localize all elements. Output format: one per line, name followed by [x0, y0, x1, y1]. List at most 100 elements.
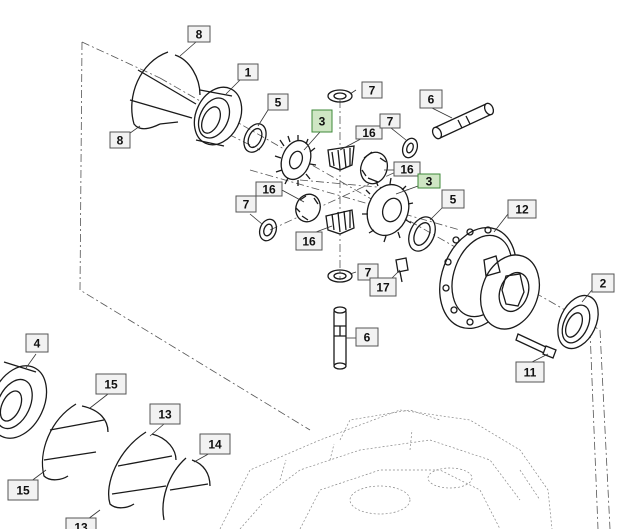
- bolt-11: [515, 333, 557, 359]
- callout-1: 1: [237, 63, 259, 81]
- bearing-2: [557, 294, 599, 350]
- snap-ring-13-lower: [108, 431, 177, 509]
- callout-box: [267, 93, 289, 111]
- callout-13: 13: [65, 517, 97, 529]
- callout-box: [393, 161, 421, 177]
- washer-7-top: [327, 89, 353, 103]
- callout-17: 17: [369, 277, 397, 297]
- callout-7: 7: [361, 81, 383, 99]
- callout-box: [441, 189, 465, 209]
- callout-box: [355, 327, 379, 347]
- callout-15: 15: [95, 373, 127, 395]
- callout-number: 16: [262, 183, 276, 197]
- callout-box: [515, 361, 545, 383]
- callout-number: 4: [34, 337, 41, 351]
- callout-number: 15: [16, 484, 30, 498]
- callout-number: 5: [450, 193, 457, 207]
- callout-number: 13: [158, 408, 172, 422]
- callout-16: 16: [393, 161, 421, 177]
- callout-8: 8: [187, 25, 211, 43]
- callout-box: [7, 479, 39, 501]
- washer-7-left: [258, 218, 278, 242]
- callout-number: 17: [376, 281, 390, 295]
- snap-ring-15-lower: [41, 403, 109, 481]
- callout-box: [591, 273, 615, 293]
- callout-number: 6: [428, 93, 435, 107]
- callout-number: 5: [275, 96, 282, 110]
- callout-7: 7: [379, 113, 401, 129]
- pinion-gear-16-left: [295, 193, 321, 223]
- callout-number: 1: [245, 66, 252, 80]
- callout-box: [295, 231, 323, 251]
- callout-6: 6: [419, 89, 443, 109]
- washer-7-bottom: [327, 269, 353, 283]
- callout-box: [95, 373, 127, 395]
- cross-shaft-6-upper: [431, 102, 495, 140]
- callout-box: [357, 263, 379, 281]
- callout-number: 8: [196, 28, 203, 42]
- snap-ring-14-lower: [162, 457, 211, 521]
- callout-11: 11: [515, 361, 545, 383]
- callout-box: [235, 195, 257, 213]
- side-gear-3-upper: [274, 135, 317, 186]
- callout-number: 13: [74, 521, 88, 529]
- callout-number: 14: [208, 438, 222, 452]
- callout-box: [361, 81, 383, 99]
- pinion-gear-16-right: [359, 151, 389, 185]
- pinion-gear-16-top: [327, 145, 355, 171]
- callout-box: [417, 173, 441, 189]
- callout-6: 6: [355, 327, 379, 347]
- callout-7: 7: [235, 195, 257, 213]
- callout-box: [109, 131, 131, 149]
- callout-16: 16: [255, 181, 283, 197]
- callout-number: 3: [319, 115, 326, 129]
- callout-16: 16: [355, 125, 383, 140]
- callout-2: 2: [591, 273, 615, 293]
- bolt-17: [395, 257, 409, 283]
- side-gear-3-right: [362, 177, 414, 243]
- callout-14: 14: [199, 433, 231, 455]
- callout-16: 16: [295, 231, 323, 251]
- callout-5: 5: [267, 93, 289, 111]
- callout-number: 8: [117, 134, 124, 148]
- callout-3: 3: [311, 109, 333, 133]
- callout-box: [149, 403, 181, 425]
- callout-15: 15: [7, 479, 39, 501]
- callout-number: 16: [302, 235, 316, 249]
- callout-number: 16: [362, 126, 376, 140]
- callout-box: [507, 199, 537, 219]
- callout-number: 7: [387, 115, 394, 129]
- callout-box: [237, 63, 259, 81]
- callout-number: 7: [365, 266, 372, 280]
- washer-5-upper: [243, 123, 267, 153]
- washer-5-right: [408, 216, 436, 252]
- callout-number: 7: [369, 84, 376, 98]
- callout-box: [65, 517, 97, 529]
- callout-box: [355, 125, 383, 140]
- callout-box: [369, 277, 397, 297]
- snap-ring-8-upper: [129, 51, 201, 130]
- transmission-housing-outline: [219, 409, 553, 529]
- callout-3: 3: [417, 173, 441, 189]
- callout-box: [25, 333, 49, 353]
- callout-7: 7: [357, 263, 379, 281]
- callout-number: 6: [364, 331, 371, 345]
- callout-number: 11: [524, 366, 537, 380]
- callout-number: 2: [600, 277, 607, 291]
- callout-number: 12: [515, 203, 529, 217]
- callout-number: 7: [243, 198, 250, 212]
- callout-box: [199, 433, 231, 455]
- pinion-gear-16-bottom: [325, 209, 355, 235]
- callout-box: [311, 109, 333, 133]
- callout-box: [187, 25, 211, 43]
- bearing-1: [193, 86, 243, 147]
- callout-8: 8: [109, 131, 131, 149]
- callout-number: 15: [104, 378, 118, 392]
- bearing-4: [0, 361, 48, 439]
- cross-shaft-6-lower: [333, 306, 347, 370]
- callout-box: [255, 181, 283, 197]
- callout-4: 4: [25, 333, 49, 353]
- callout-12: 12: [507, 199, 537, 219]
- callout-number: 16: [400, 163, 414, 177]
